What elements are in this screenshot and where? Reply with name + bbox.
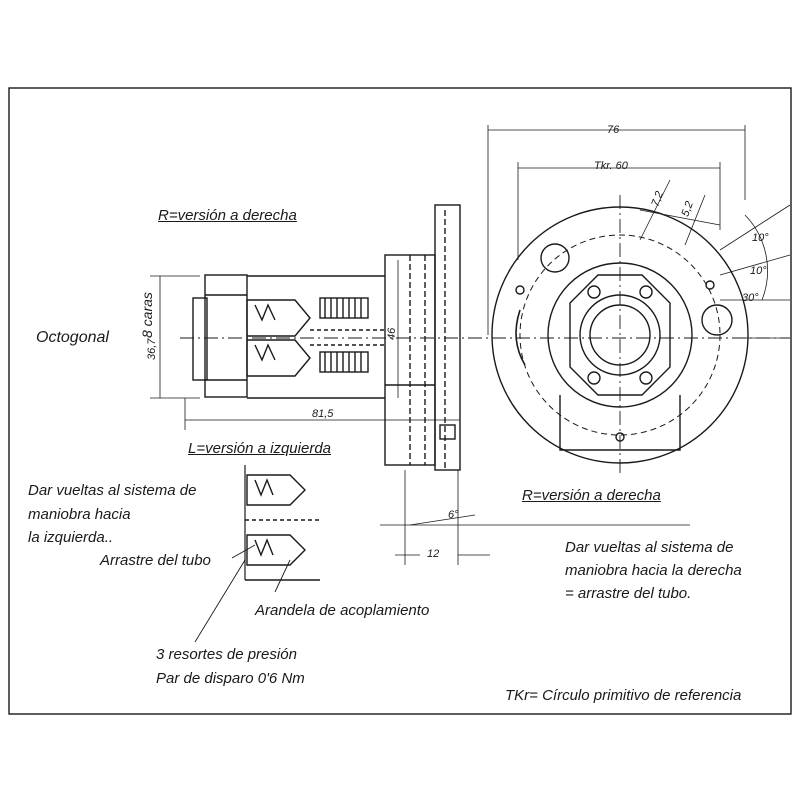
l-version-detail [244, 465, 320, 581]
flange-body [384, 204, 461, 471]
dimension-36-7 [150, 275, 200, 399]
label-dar-vueltas-izq-3: la izquierda.. [28, 529, 114, 546]
label-r-version-right: R=versión a derecha [522, 487, 661, 504]
shaft [247, 275, 385, 399]
leader-lines [194, 544, 291, 643]
dim-46: 46 [386, 327, 398, 340]
drawing-frame [8, 87, 792, 715]
label-l-version: L=versión a izquierda [188, 440, 332, 457]
label-dar-vueltas-der-2: maniobra hacia la derecha [565, 562, 742, 579]
label-dar-vueltas-izq-1: Dar vueltas al sistema de [28, 482, 197, 499]
circular-flange-view [491, 195, 749, 475]
dimension-tkr60 [517, 162, 721, 260]
label-resortes-2: Par de disparo 0'6 Nm [156, 670, 305, 687]
label-arrastre: Arrastre del tubo [100, 552, 211, 569]
dim-10a: 10° [752, 232, 769, 244]
dimension-81-5 [184, 398, 460, 430]
label-r-version-top: R=versión a derecha [158, 207, 297, 224]
dim-76: 76 [607, 124, 620, 136]
label-ocho-caras: 8 caras [139, 292, 155, 338]
dim-36-7: 36,7 [146, 338, 158, 360]
label-dar-vueltas-der-1: Dar vueltas al sistema de [565, 539, 734, 556]
octagonal-nut [192, 274, 311, 398]
label-arandela: Arandela de acoplamiento [255, 602, 430, 619]
label-resortes-1: 3 resortes de presión [156, 646, 297, 663]
dimension-76 [487, 125, 746, 335]
dim-81-5: 81,5 [312, 408, 334, 420]
label-dar-vueltas-der-3: = arrastre del tubo. [565, 585, 692, 602]
slot-dimensions [639, 179, 721, 246]
dimension-12-and-6deg [380, 470, 690, 565]
dim-tkr60: Tkr. 60 [594, 160, 628, 172]
dim-6deg: 6° [448, 509, 459, 521]
springs [319, 297, 369, 373]
dim-10b: 10° [750, 265, 767, 277]
label-dar-vueltas-izq-2: maniobra hacia [28, 506, 131, 523]
angle-dimensions [719, 204, 791, 339]
dim-12: 12 [427, 548, 440, 560]
dim-30: 30° [742, 292, 759, 304]
label-tkr-note: TKr= Círculo primitivo de referencia [505, 687, 742, 704]
label-octogonal: Octogonal [36, 329, 109, 346]
